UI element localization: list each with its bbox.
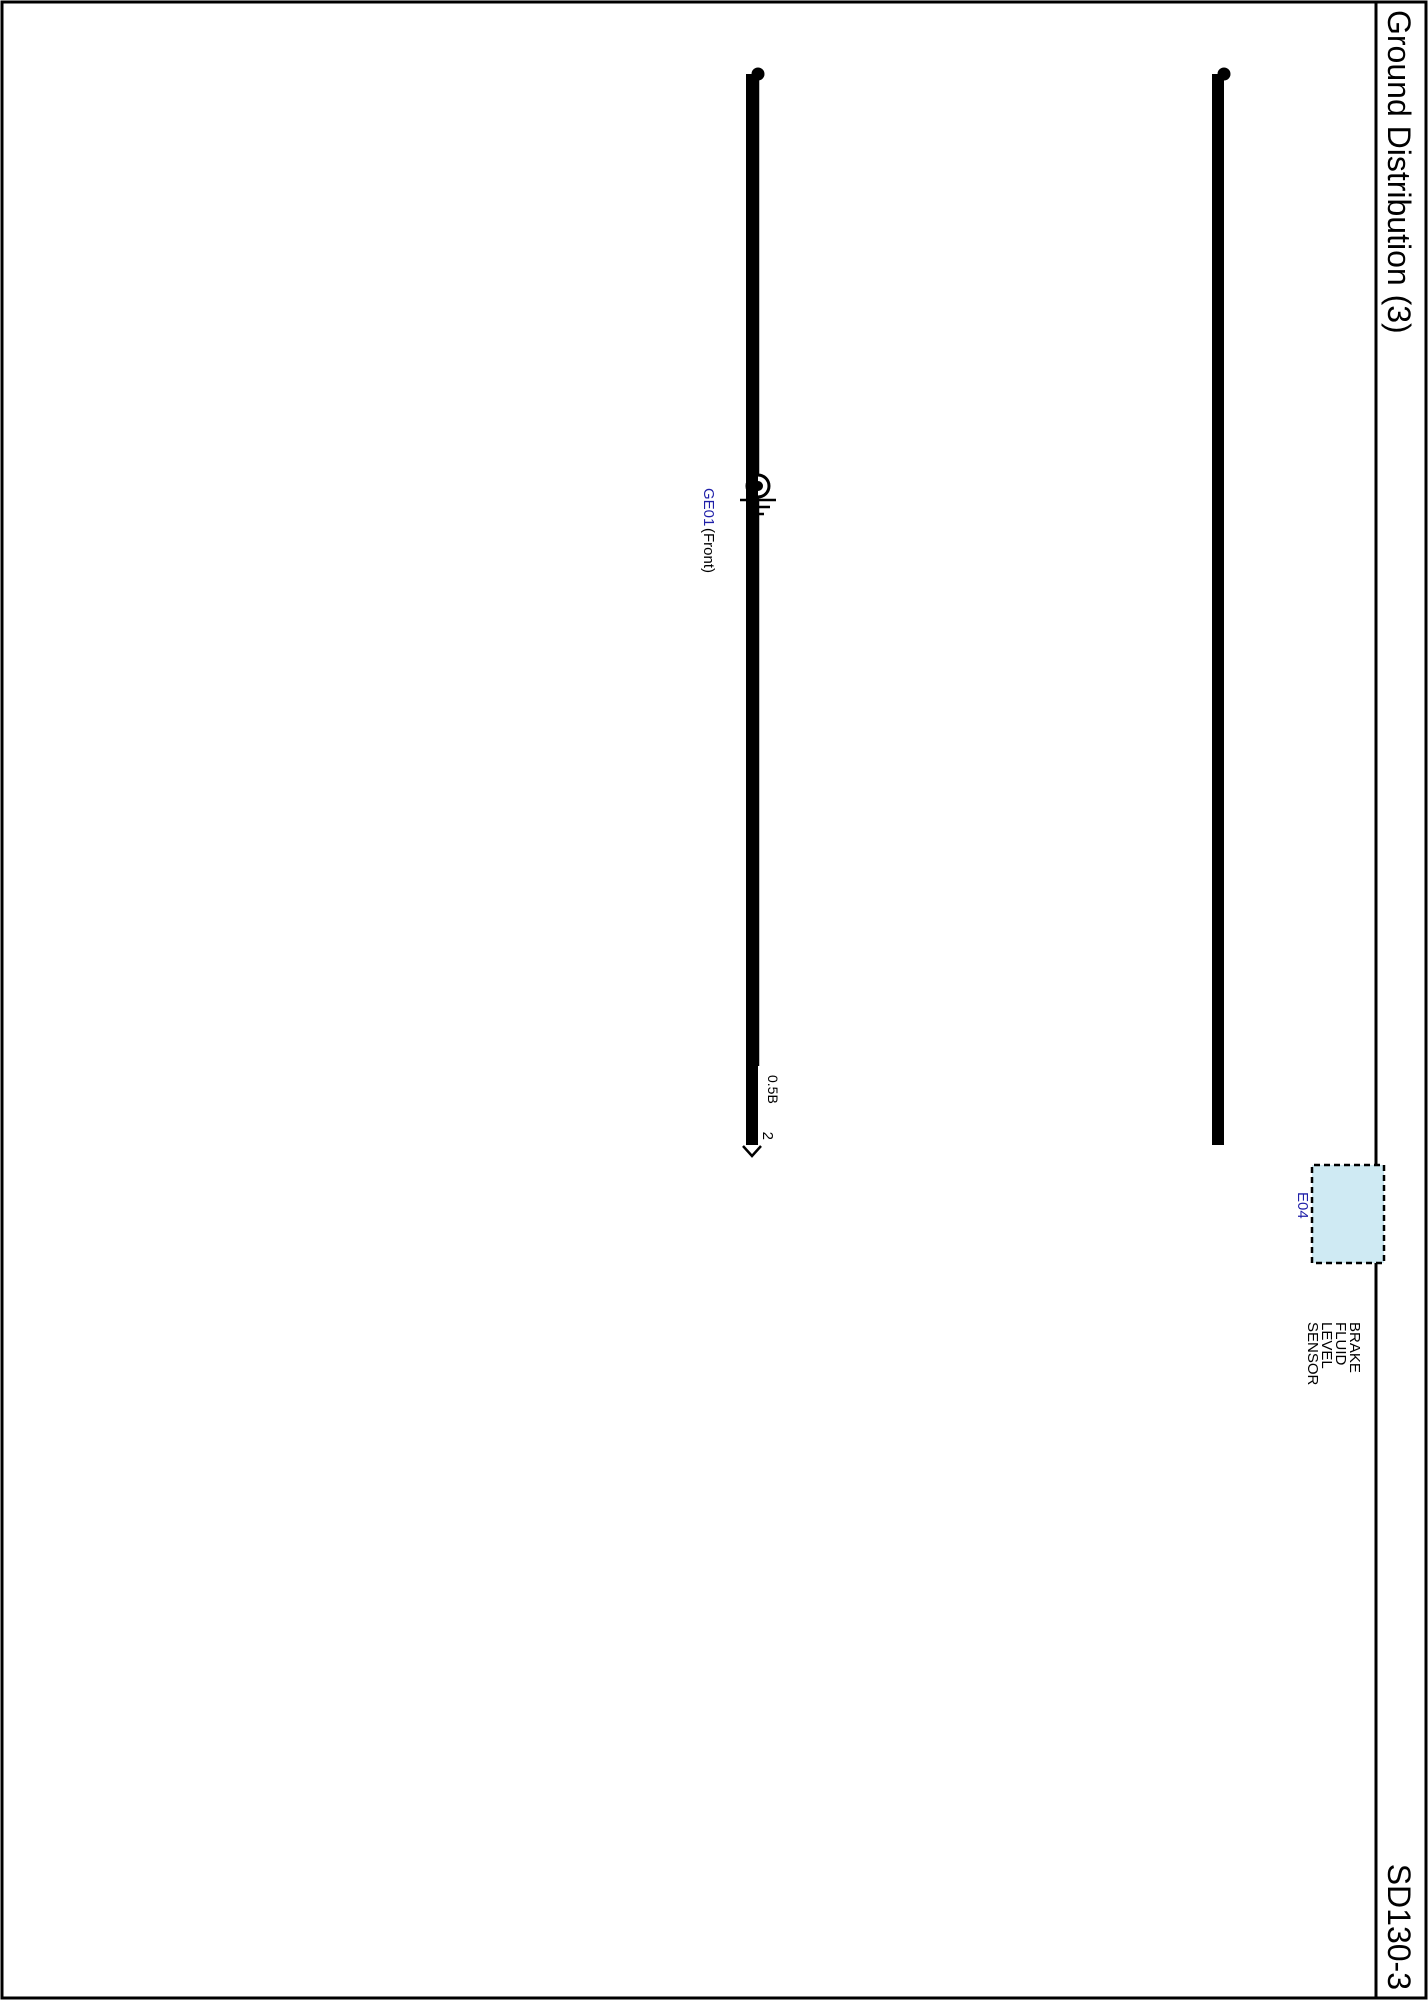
component-label-line: BRAKE [1346, 1322, 1363, 1373]
connector-id: E04 [1294, 1192, 1311, 1219]
ground-location: (Front) [700, 528, 717, 573]
page-code: SD130-3 [1381, 1864, 1417, 1990]
wire-spec: 0.5B [765, 1075, 781, 1104]
splice-node [1217, 67, 1231, 81]
component-label-line: SENSOR [1304, 1322, 1321, 1386]
page-title: Ground Distribution (3) [1381, 10, 1417, 334]
ground-id: GE01 [700, 488, 717, 526]
component-label-line: FLUID [1332, 1322, 1349, 1366]
component-label-line: LEVEL [1318, 1322, 1335, 1369]
brake-fluid-level-sensor [1310, 1163, 1386, 1265]
connector-pin-icon [742, 1145, 762, 1158]
pin-number: 2 [759, 1132, 776, 1140]
